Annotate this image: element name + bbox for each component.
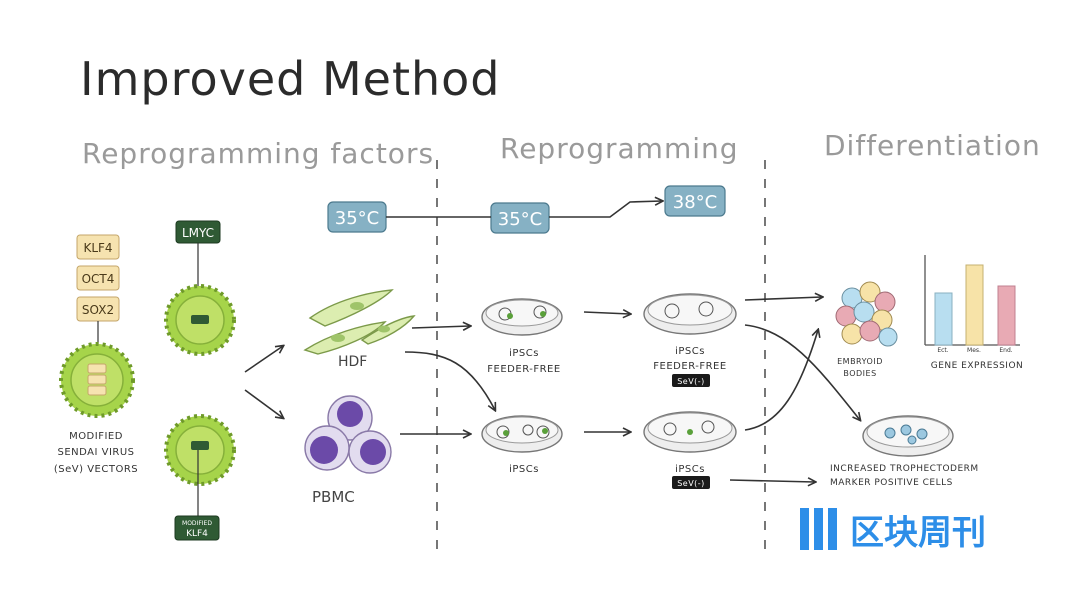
dish-top-right-icon — [643, 293, 737, 335]
arrow-hdf-to-feeder-free — [411, 326, 470, 328]
dish-bottom-left-label: iPSCs — [509, 464, 539, 475]
factor-lmyc-label: LMYC — [182, 226, 214, 240]
gene-expression-chart: Ect. Mes. End. — [924, 255, 1020, 354]
gene-bar-ect — [934, 292, 953, 346]
factor-klf4: KLF4 — [76, 234, 120, 260]
gene-bar-mes-label: Mes. — [967, 347, 981, 354]
factor-lmyc: LMYC — [175, 220, 221, 244]
page-title: Improved Method — [80, 52, 501, 106]
temperature-35c-second-label: 35°C — [498, 209, 542, 230]
embryoid-label-2: BODIES — [843, 369, 876, 378]
gene-bar-end-label: End. — [999, 347, 1012, 354]
section-reprogramming-factors: Reprogramming factors — [82, 137, 434, 170]
watermark-logo-icon — [800, 508, 837, 550]
lmyc-virus-icon — [164, 284, 236, 356]
temperature-35c-second: 35°C — [490, 202, 550, 234]
sev-negative-badge-top: SeV(-) — [672, 374, 710, 387]
gene-expression-label: GENE EXPRESSION — [931, 361, 1024, 371]
factor-klf4-label: KLF4 — [83, 241, 112, 255]
dish-bottom-right-label: iPSCs — [675, 464, 705, 475]
dish-bottom-right-icon — [643, 411, 737, 453]
gene-bar-mes — [965, 264, 984, 346]
arrow-top-to-trophectoderm — [744, 324, 860, 420]
dish-top-right-label-2: FEEDER-FREE — [653, 361, 726, 372]
factor-oct4: OCT4 — [76, 265, 120, 291]
arrow-feeder-free-to-sev-negative — [583, 312, 630, 314]
vectors-caption-line3: (SeV) VECTORS — [54, 464, 138, 475]
hdf-fibroblast-icon — [303, 289, 416, 355]
vectors-caption-line1: MODIFIED — [69, 431, 123, 442]
factor-modified-klf4-line2: KLF4 — [186, 529, 208, 539]
sendai-virus-vector-icon — [59, 342, 135, 418]
arrow-to-hdf — [244, 346, 283, 373]
temperature-38c: 38°C — [664, 185, 726, 217]
hdf-label: HDF — [338, 354, 367, 370]
dish-bottom-left-icon — [481, 415, 563, 453]
pbmc-label: PBMC — [312, 488, 355, 506]
vectors-caption-line2: SENDAI VIRUS — [57, 447, 134, 458]
modified-klf4-virus-icon — [164, 414, 236, 486]
section-differentiation: Differentiation — [824, 129, 1041, 162]
sev-negative-badge-bottom: SeV(-) — [672, 476, 710, 489]
dish-top-right-label-1: iPSCs — [675, 346, 705, 357]
factor-sox2-label: SOX2 — [82, 303, 114, 317]
temperature-38c-label: 38°C — [673, 192, 717, 213]
pbmc-cells-icon — [304, 395, 392, 474]
watermark-text: 区块周刊 — [850, 513, 986, 553]
dish-top-left-icon — [481, 298, 563, 336]
temperature-35c-first: 35°C — [327, 201, 387, 233]
arrow-hdf-to-ipscs — [404, 351, 495, 410]
trophectoderm-label-2: MARKER POSITIVE CELLS — [830, 478, 953, 488]
dish-top-left-label-1: iPSCs — [509, 348, 539, 359]
embryoid-bodies-icon — [835, 281, 898, 347]
arrow-bottom-to-embryoid — [744, 330, 818, 431]
temp-connector-2 — [549, 201, 662, 218]
temperature-35c-first-label: 35°C — [335, 208, 379, 229]
gene-bar-ect-label: Ect. — [937, 347, 948, 354]
sev-negative-badge-bottom-label: SeV(-) — [677, 479, 705, 488]
gene-bar-end — [997, 285, 1016, 346]
arrow-bottom-to-trophectoderm — [729, 480, 815, 482]
sev-negative-badge-top-label: SeV(-) — [677, 377, 705, 386]
arrow-to-pbmc — [244, 389, 283, 418]
arrow-top-to-embryoid — [744, 297, 822, 300]
embryoid-label-1: EMBRYOID — [837, 357, 883, 366]
dish-top-left-label-2: FEEDER-FREE — [487, 364, 560, 375]
trophectoderm-label-1: INCREASED TROPHECTODERM — [830, 464, 979, 474]
factor-modified-klf4: MODIFIED KLF4 — [174, 515, 220, 541]
trophectoderm-dish-icon — [862, 415, 954, 457]
factor-modified-klf4-line1: MODIFIED — [182, 520, 212, 527]
factor-oct4-label: OCT4 — [82, 272, 115, 286]
section-reprogramming: Reprogramming — [500, 132, 739, 165]
factor-sox2: SOX2 — [76, 296, 120, 322]
